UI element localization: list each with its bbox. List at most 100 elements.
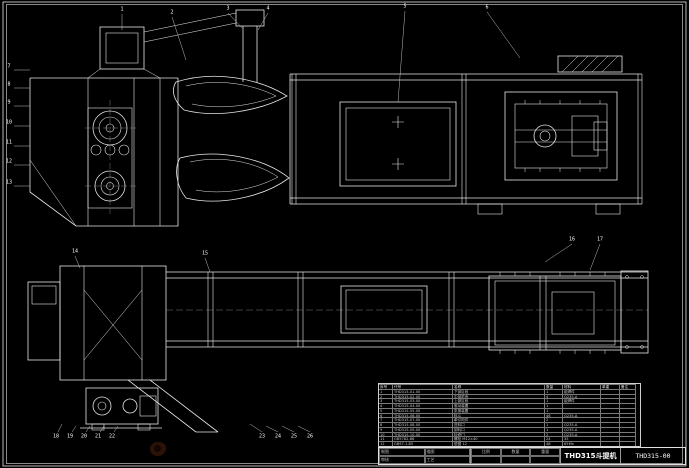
scale-value [471, 456, 501, 464]
bom-cell: Q235-A [563, 426, 601, 432]
bom-cell: 2 [545, 431, 563, 437]
bom-cell: 3 [379, 398, 393, 404]
plan-view [27, 243, 649, 433]
bom-cell: Q235-A [563, 431, 601, 437]
bom-cell: 10 [379, 431, 393, 437]
bom-cell: THD315-01-00 [393, 388, 453, 394]
bom-cell: 料斗 [453, 412, 545, 418]
bom-cell: 1 [379, 388, 393, 394]
bom-cell [563, 407, 601, 413]
bom-cell: 驱动装置 [453, 403, 545, 408]
bom-cell: GB5782-86 [393, 436, 453, 442]
bom-cell: 材料 [563, 384, 601, 389]
bom-cell: 24 [545, 436, 563, 442]
bom-cell: 螺栓 M12×40 [453, 436, 545, 442]
bom-cell [601, 403, 620, 408]
title-field-label: 描图 [424, 448, 470, 456]
bom-cell: 48 [545, 441, 563, 446]
bom-cell: 11 [379, 436, 393, 442]
bom-cell: 下部区段 [453, 388, 545, 394]
bom-cell: THD315-07-00 [393, 417, 453, 423]
weight-label: 重量 [530, 448, 560, 456]
bom-cell [563, 417, 601, 423]
bom-cell [620, 422, 636, 427]
bom-cell: 组焊件 [563, 388, 601, 394]
bom-cell: 12 [379, 441, 393, 446]
bom-cell: 备注 [620, 384, 636, 389]
qty-label: 数量 [500, 448, 531, 456]
bom-cell: THD315-05-00 [393, 407, 453, 413]
bom-cell: 垫圈 12 [453, 441, 545, 446]
drawing-title: THD315斗提机 [561, 448, 621, 464]
casing-elevation [290, 73, 643, 205]
bom-cell [601, 393, 620, 399]
casing-plan [166, 271, 648, 348]
bom-cell: THD315-06-00 [393, 412, 453, 418]
bom-cell [601, 436, 620, 442]
bom-cell: 检修门 [453, 431, 545, 437]
bom-cell [563, 403, 601, 408]
bom-cell: 65Mn [563, 441, 601, 446]
bom-cell: 5 [379, 407, 393, 413]
bom-cell [620, 441, 636, 446]
title-fields: 制图描图审核工艺 [379, 448, 471, 464]
bom-cell [601, 388, 620, 394]
bom-cell: 1 [545, 388, 563, 394]
bom-cell [620, 388, 636, 394]
bom-cell [601, 426, 620, 432]
bom-cell: 1 [545, 398, 563, 404]
weight-value [530, 456, 560, 464]
bom-cell: 4 [545, 393, 563, 399]
bom-cell: 35 [563, 436, 601, 442]
bom-cell: 上部区段 [453, 398, 545, 404]
bom-cell [620, 426, 636, 432]
bom-cell [620, 398, 636, 404]
bom-cell: 9 [379, 426, 393, 432]
bom-cell: THD315-02-00 [393, 393, 453, 399]
bom-cell: THD315-08-00 [393, 422, 453, 427]
bom-cell [620, 436, 636, 442]
bom-cell [601, 412, 620, 418]
bom-cell: 4 [379, 403, 393, 408]
title-block: 制图描图审核工艺 比例 数量 重量 THD315斗提机 THD315-00 [378, 447, 686, 465]
bom-cell: THD315-03-00 [393, 398, 453, 404]
scale-label: 比例 [471, 448, 501, 456]
bom-cell: 代号 [393, 384, 453, 389]
boot-section [27, 265, 219, 433]
bom-cell: THD315-10-00 [393, 431, 453, 437]
bom-cell [620, 417, 636, 423]
bom-cell: 进料口 [453, 422, 545, 427]
bom-cell: 单重 [601, 384, 620, 389]
bom-cell: 数量 [545, 384, 563, 389]
bom-cell: 2 [545, 417, 563, 423]
bom-cell: 1 [545, 426, 563, 432]
bom-cell [620, 431, 636, 437]
bom-cell: 中部机壳 [453, 393, 545, 399]
bom-cell: 6 [379, 412, 393, 418]
bom-cell [620, 407, 636, 413]
title-field-label: 工艺 [424, 456, 470, 464]
bom-cell: 卸料口 [453, 426, 545, 432]
bom-cell: THD315-09-00 [393, 426, 453, 432]
drive-section [477, 55, 623, 215]
bom-cell: 8 [379, 422, 393, 427]
bom-cell: 1 [545, 407, 563, 413]
ink-smudge [150, 442, 166, 456]
bom-cell [620, 403, 636, 408]
leader-lines-bottom [57, 243, 601, 433]
bom-cell: 序号 [379, 384, 393, 389]
bom-cell [601, 431, 620, 437]
title-field-label: 制图 [379, 448, 425, 456]
bom-cell: 46 [545, 412, 563, 418]
bom-cell: 牵引构件 [453, 417, 545, 423]
bom-cell: 张紧装置 [453, 407, 545, 413]
bom-cell [601, 422, 620, 427]
bom-cell: Q235-A [563, 393, 601, 399]
bom-cell: Q235-A [563, 422, 601, 427]
elevation-view [14, 9, 643, 227]
leader-lines-top [14, 10, 521, 187]
bom-cell: THD315-04-00 [393, 403, 453, 408]
